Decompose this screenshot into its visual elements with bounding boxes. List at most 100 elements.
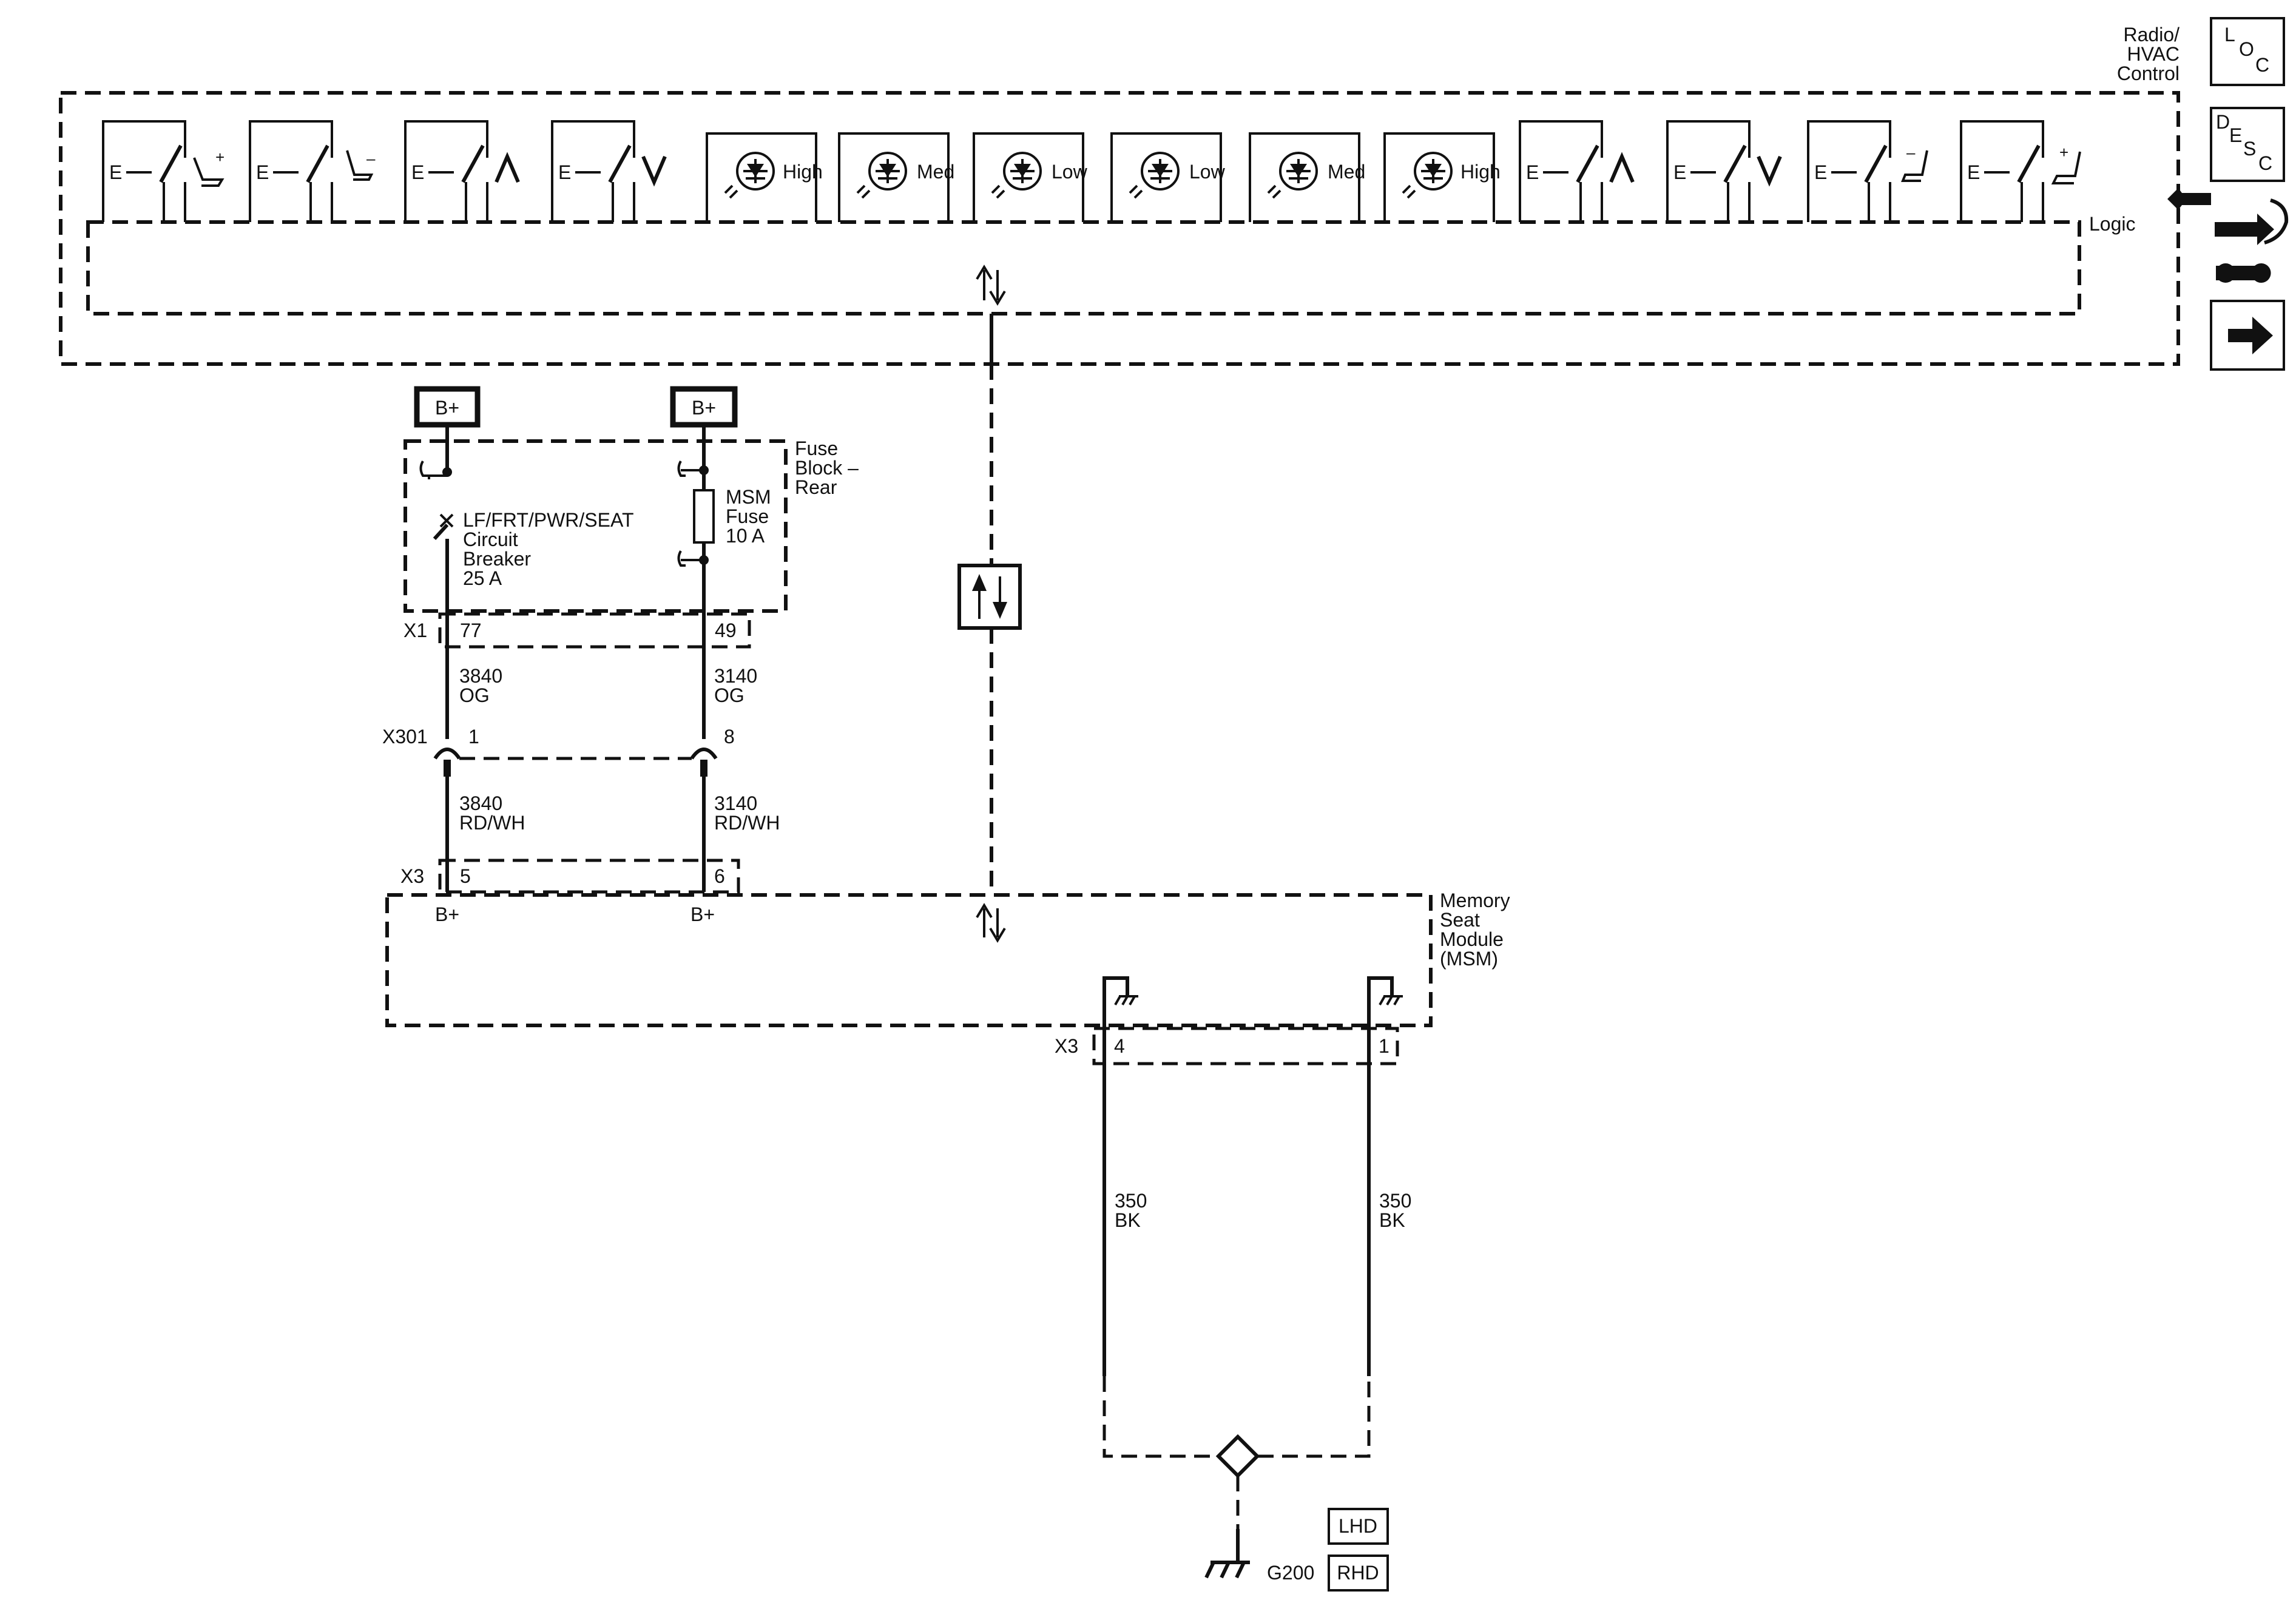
b-plus-left: B+: [435, 397, 459, 419]
msm-b-plus-right: B+: [690, 903, 715, 925]
svg-text:–: –: [1906, 143, 1916, 161]
indicator-high-right: High: [1383, 132, 1501, 222]
indicator-label: Low: [1189, 161, 1226, 183]
indicator-label: Med: [917, 161, 954, 183]
x1-pin-77: 77: [460, 619, 482, 641]
down-chevron-icon: [641, 155, 667, 187]
x301-pin-8: 8: [724, 726, 735, 748]
x3-pin-5: 5: [460, 865, 471, 887]
right-arrow-icon: [2228, 317, 2273, 354]
switch-row: E + E – E E: [102, 120, 2081, 222]
nav-loc-button[interactable]: L O C: [2210, 17, 2285, 86]
x301-pin-1: 1: [468, 726, 479, 748]
seat-icon: [2051, 151, 2081, 184]
seat-down-switch: E: [551, 120, 667, 222]
indicator-med-right: Med: [1249, 132, 1365, 222]
down-chevron-icon: [1757, 155, 1782, 187]
connector-x301: X301 1 8: [382, 726, 735, 777]
connector-x1: X1 77 49: [403, 612, 751, 649]
ground-option-network: G200 LHD RHD: [1102, 1376, 1389, 1592]
seat-down-switch-right: E: [1666, 120, 1782, 222]
indicator-med-left: Med: [838, 132, 954, 222]
seat-forward-switch: E +: [102, 120, 225, 222]
seat-icon: [346, 150, 374, 181]
logic-label: Logic: [2089, 213, 2136, 235]
description-icon: D E S C: [2216, 111, 2272, 174]
indicator-high-left: High: [706, 132, 823, 222]
power-sources: B+ B+: [414, 386, 738, 428]
svg-text:C: C: [2255, 54, 2269, 76]
x3-pin-4: 4: [1114, 1035, 1125, 1057]
x301-label: X301: [382, 726, 428, 748]
svg-text:E: E: [256, 161, 269, 183]
svg-text:E: E: [1967, 161, 1980, 183]
msm-b-plus-left: B+: [435, 903, 459, 925]
svg-text:O: O: [2239, 38, 2254, 60]
x3-ground-label: X3: [1055, 1035, 1078, 1057]
indicator-label: Med: [1328, 161, 1365, 183]
nav-desc-button[interactable]: D E S C: [2210, 107, 2285, 182]
logic-section: [86, 220, 2081, 316]
option-lhd: LHD: [1339, 1515, 1377, 1537]
recline-forward-switch: E +: [1960, 120, 2081, 222]
recline-rearward-switch: E –: [1807, 120, 1928, 222]
connector-x3-power: X3 5 6: [400, 859, 740, 894]
indicator-label: High: [1460, 161, 1501, 183]
nav-connector-button[interactable]: [2167, 188, 2289, 283]
ground-symbol: [1204, 1561, 1250, 1579]
ground-label: G200: [1267, 1562, 1314, 1584]
serial-data-arrow-bottom: [976, 903, 1006, 943]
x1-pin-49: 49: [715, 619, 737, 641]
serial-data-symbol: [957, 564, 1022, 630]
up-chevron-icon: [495, 152, 520, 183]
svg-text:C: C: [2258, 152, 2272, 174]
svg-text:+: +: [2059, 143, 2068, 161]
circuit-breaker-switch: [433, 523, 449, 541]
svg-text:E: E: [1814, 161, 1827, 183]
svg-text:E: E: [1526, 161, 1539, 183]
svg-text:S: S: [2243, 138, 2256, 160]
svg-text:E: E: [109, 161, 122, 183]
svg-text:–: –: [366, 149, 376, 167]
connector-x3-ground: X3 4 1: [1055, 1027, 1399, 1065]
seat-up-switch: E: [404, 120, 520, 222]
svg-text:D: D: [2216, 111, 2230, 133]
seat-icon: [193, 157, 225, 187]
indicator-low-left: Low: [973, 132, 1088, 222]
seat-up-switch-right: E: [1519, 120, 1635, 222]
connector-wrench-icon: [2167, 188, 2289, 283]
x1-label: X1: [403, 619, 427, 641]
seat-rearward-switch: E –: [249, 120, 376, 222]
svg-text:E: E: [411, 161, 424, 183]
up-chevron-icon: [1609, 152, 1635, 183]
indicator-label: High: [783, 161, 823, 183]
x3-pin-1: 1: [1379, 1035, 1389, 1057]
svg-text:+: +: [215, 148, 225, 166]
x3-pin-6: 6: [714, 865, 725, 887]
nav-next-button[interactable]: [2210, 300, 2285, 371]
b-plus-right: B+: [692, 397, 716, 419]
option-splice-diamond: [1215, 1434, 1260, 1479]
svg-text:E: E: [2229, 124, 2242, 146]
indicator-label: Low: [1052, 161, 1088, 183]
x3-label: X3: [400, 865, 424, 887]
msm-fuse: [693, 489, 715, 544]
location-icon: L O C: [2224, 24, 2269, 76]
serial-data-link: [957, 265, 1022, 943]
option-rhd: RHD: [1337, 1562, 1379, 1584]
serial-data-arrow-top: [976, 265, 1006, 306]
